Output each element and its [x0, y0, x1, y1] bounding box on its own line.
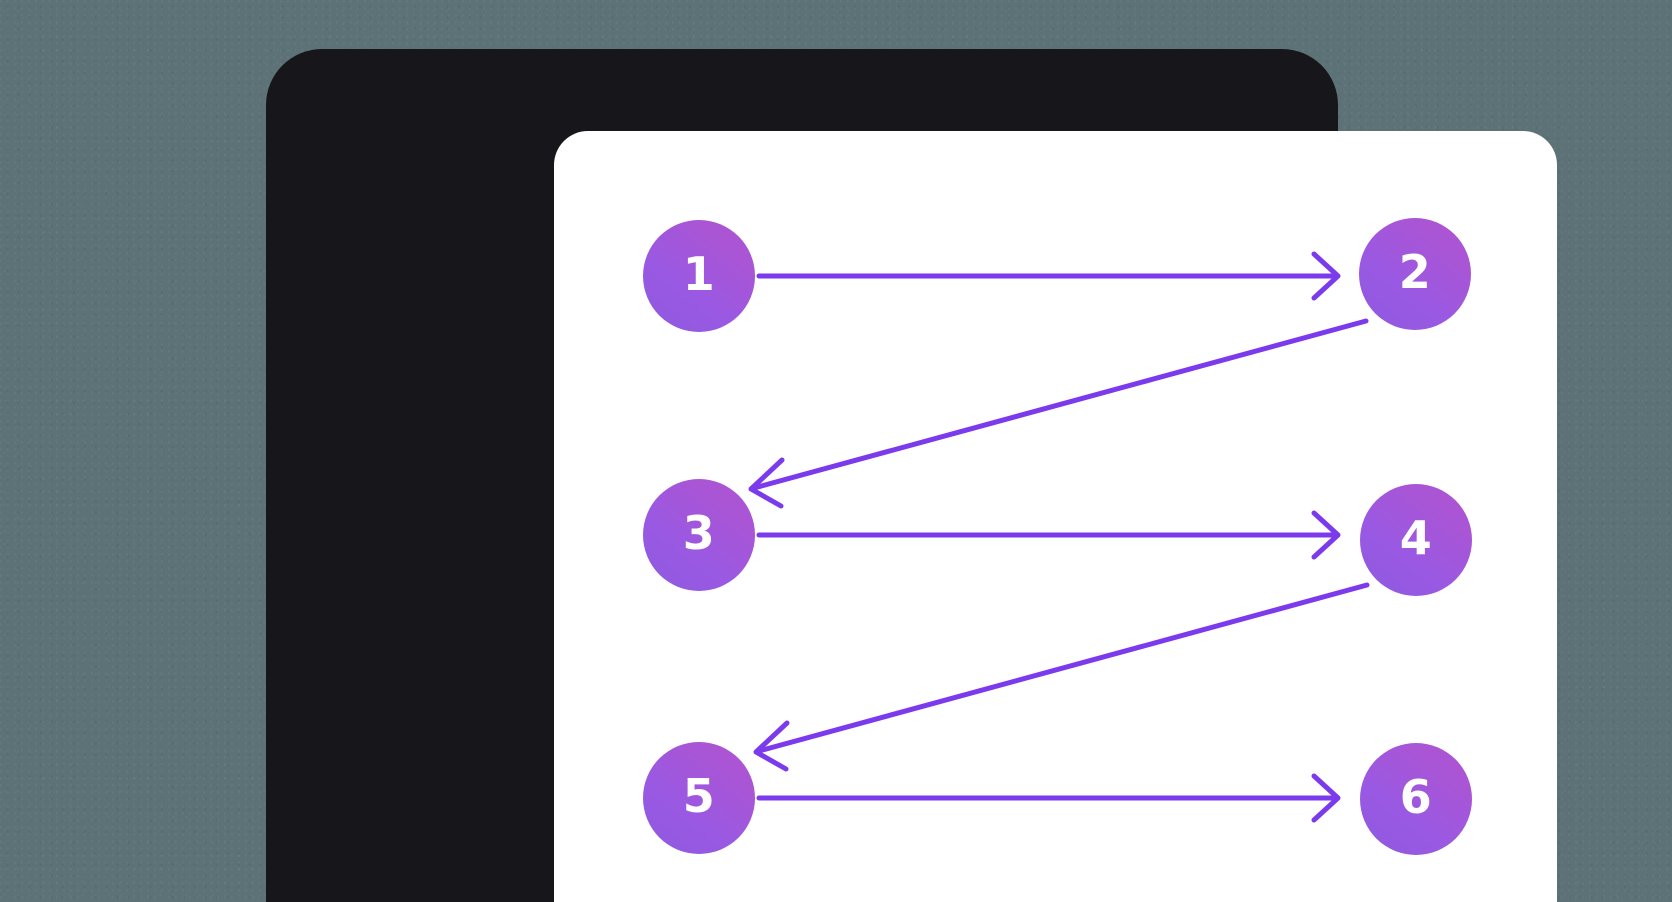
- node-2[interactable]: 2: [1359, 218, 1471, 330]
- node-4-label: 4: [1399, 511, 1433, 565]
- device-bezel: 1 2 3 4 5 6: [266, 49, 1557, 902]
- node-1-label: 1: [682, 247, 716, 301]
- edge-1-to-2-arrowhead: [1311, 251, 1341, 301]
- edge-4-to-5-arrowhead: [753, 720, 790, 772]
- edge-1-to-2: [756, 251, 1341, 301]
- edge-2-to-3: [748, 318, 1369, 509]
- device-screen: 1 2 3 4 5 6: [554, 131, 1557, 902]
- edge-2-to-3-line: [751, 318, 1369, 491]
- node-5-label: 5: [682, 769, 716, 823]
- edge-3-to-4-arrowhead: [1311, 510, 1341, 560]
- edge-5-to-6-arrowhead: [1311, 773, 1341, 823]
- edge-5-to-6: [756, 773, 1341, 823]
- node-3[interactable]: 3: [643, 479, 755, 591]
- node-6-label: 6: [1399, 770, 1433, 824]
- edge-3-to-4: [756, 510, 1341, 560]
- node-1[interactable]: 1: [643, 220, 755, 332]
- edge-layer: [748, 251, 1370, 823]
- node-3-label: 3: [682, 506, 716, 560]
- node-2-label: 2: [1398, 245, 1432, 299]
- boustrophedon-diagram: [748, 251, 1370, 823]
- edge-2-to-3-arrowhead: [748, 457, 785, 509]
- node-6[interactable]: 6: [1360, 743, 1472, 855]
- node-4[interactable]: 4: [1360, 484, 1472, 596]
- edge-4-to-5: [753, 582, 1370, 772]
- node-5[interactable]: 5: [643, 742, 755, 854]
- edge-4-to-5-line: [756, 582, 1370, 754]
